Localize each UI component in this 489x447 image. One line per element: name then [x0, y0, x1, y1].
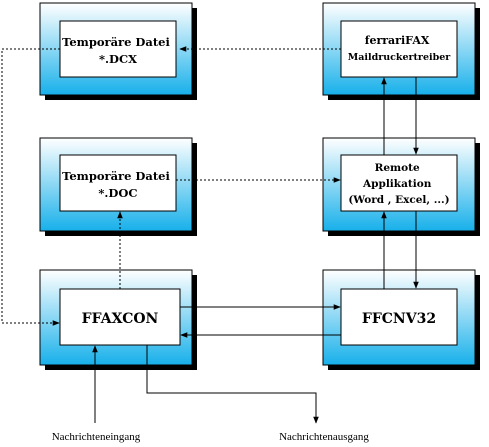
- node-temp-doc-box: [59, 154, 177, 212]
- node-ferrarifax-line-1: ferrariFAX: [365, 34, 430, 47]
- node-temp-dcx-line-1: Temporäre Datei: [62, 35, 170, 49]
- node-remote-app-line-3: (Word , Excel, ...): [348, 194, 449, 206]
- node-ffaxcon: FFAXCON: [39, 269, 197, 370]
- connectors: [1, 46, 419, 424]
- node-ffaxcon-label: FFAXCON: [82, 311, 159, 327]
- svg-text:Remote Applikation: Remote Applikation (Word , Excel, ...): [348, 162, 449, 206]
- node-remote-app-line-2: Applikation: [362, 178, 432, 190]
- node-temp-doc-line-2: *.DOC: [98, 186, 137, 200]
- svg-text:FFAXCON: FFAXCON: [82, 311, 159, 327]
- node-ffcnv32-box: [340, 288, 458, 346]
- edge-dcx-to-ffaxcon: [1, 48, 60, 326]
- node-remote-app-line-1: Remote: [375, 162, 420, 174]
- svg-text:ferrariFAX Maildruckertr: ferrariFAX Maildruckertreiber: [348, 34, 452, 63]
- input-label: Nachrichteneingang: [52, 431, 141, 443]
- node-ferrarifax: ferrariFAX Maildruckertreiber: [322, 2, 480, 100]
- node-remote-app: Remote Applikation (Word , Excel, ...): [322, 137, 480, 236]
- edge-ffaxcon-to-output: [146, 345, 319, 424]
- svg-text:FFCNV32: FFCNV32: [362, 311, 436, 327]
- svg-text:Temporäre Datei *.DOC: Temporäre Datei *.DOC: [62, 169, 174, 200]
- node-temp-doc: Temporäre Datei *.DOC: [39, 137, 197, 236]
- node-ferrarifax-box: [340, 20, 458, 78]
- node-temp-dcx-box: [59, 20, 177, 78]
- node-temp-doc-line-1: Temporäre Datei: [62, 169, 170, 183]
- output-label: Nachrichtenausgang: [279, 431, 369, 443]
- node-remote-app-box: [340, 154, 458, 212]
- node-ferrarifax-line-2: Maildruckertreiber: [348, 52, 452, 63]
- node-ffaxcon-box: [59, 288, 181, 346]
- node-ffcnv32: FFCNV32: [322, 269, 480, 370]
- svg-text:Temporäre Datei *.DCX: Temporäre Datei *.DCX: [62, 35, 174, 66]
- node-ffcnv32-label: FFCNV32: [362, 311, 436, 327]
- node-temp-dcx: Temporäre Datei *.DCX: [39, 2, 197, 100]
- node-temp-dcx-line-2: *.DCX: [99, 52, 137, 66]
